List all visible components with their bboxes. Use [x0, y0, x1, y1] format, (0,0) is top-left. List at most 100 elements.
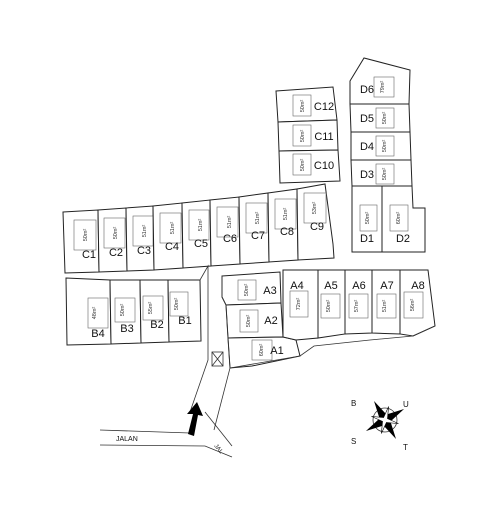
house-c8	[274, 198, 297, 230]
house-d2	[389, 204, 409, 232]
house-b2	[142, 295, 164, 321]
road-network: JALAN JAL	[99, 264, 436, 458]
house-c4	[159, 212, 182, 244]
label-c7: C7	[251, 230, 265, 242]
area-a4: 72m²	[296, 298, 302, 311]
area-c11: 50m²	[300, 130, 306, 143]
compass-rose: U T S B	[351, 399, 409, 452]
house-a2	[239, 309, 259, 333]
compass-ring	[372, 407, 398, 433]
house-a3	[237, 279, 257, 301]
label-a5: A5	[324, 280, 337, 292]
house-a1	[251, 339, 273, 361]
area-d6: 79m²	[380, 81, 386, 94]
road-edge-east	[204, 411, 233, 447]
area-c2: 50m²	[113, 227, 119, 240]
house-c11	[292, 124, 312, 147]
road-label: JALAN	[116, 436, 138, 443]
label-c4: C4	[165, 241, 179, 253]
area-c9: 53m²	[312, 202, 318, 215]
gate-marker	[211, 351, 224, 367]
area-d3: 50m²	[382, 168, 388, 181]
label-c6: C6	[223, 233, 237, 245]
area-c4: 51m²	[170, 222, 176, 235]
block-c-row: 50m² C1 50m² C2 51m² C3 51m² C4 51m² C5 …	[62, 183, 335, 274]
area-c5: 51m²	[198, 219, 204, 232]
label-a2: A2	[264, 315, 277, 327]
house-c9	[303, 192, 327, 224]
area-d5: 50m²	[382, 112, 388, 125]
area-c8: 51m²	[283, 208, 289, 221]
house-a5	[320, 293, 341, 319]
road-edge-south	[99, 444, 233, 458]
road-edge-north	[99, 429, 191, 434]
area-a6: 57m²	[354, 300, 360, 313]
house-a8	[403, 291, 424, 319]
label-c1: C1	[82, 249, 96, 261]
label-a8: A8	[411, 280, 424, 292]
block-d: 79m² D6 50m² D5 50m² D4 50m² D3 50m² D1 …	[349, 57, 426, 253]
label-c12: C12	[314, 101, 334, 113]
area-c6: 51m²	[227, 216, 233, 229]
label-a7: A7	[380, 280, 393, 292]
area-c10: 50m²	[300, 159, 306, 172]
label-d5: D5	[360, 113, 374, 125]
area-c1: 50m²	[83, 229, 89, 242]
entrance-arrow-icon	[187, 402, 203, 436]
area-c7: 51m²	[255, 212, 261, 225]
area-a3: 50m²	[244, 284, 250, 297]
house-a7	[376, 293, 397, 319]
area-c12: 50m²	[300, 100, 306, 113]
house-a4	[289, 290, 309, 318]
house-b3	[114, 297, 136, 323]
label-b1: B1	[178, 315, 191, 327]
label-a4: A4	[290, 280, 303, 292]
block-a-row: 72m² A4 50m² A5 57m² A6 51m² A7 56m² A8	[282, 269, 436, 341]
area-d4: 50m²	[382, 140, 388, 153]
house-d6	[373, 76, 395, 98]
label-c8: C8	[280, 226, 294, 238]
lane-boundary-west	[189, 264, 209, 413]
area-b3: 50m²	[120, 304, 126, 317]
label-a1: A1	[270, 345, 283, 357]
block-c-column: 50m² C12 50m² C11 50m² C10	[275, 86, 341, 184]
label-d4: D4	[360, 141, 374, 153]
compass-star-minor	[371, 406, 399, 434]
label-d1: D1	[360, 233, 374, 245]
area-a1: 60m²	[259, 344, 265, 357]
area-a8: 56m²	[410, 299, 416, 312]
area-d1: 50m²	[365, 212, 371, 225]
compass-west: B	[351, 399, 356, 408]
label-d2: D2	[396, 233, 410, 245]
area-c3: 51m²	[142, 225, 148, 238]
area-a7: 51m²	[382, 300, 388, 313]
house-d5	[375, 107, 395, 129]
label-d6: D6	[360, 84, 374, 96]
label-c10: C10	[314, 160, 334, 172]
south-boundary	[229, 325, 436, 369]
house-b4	[87, 297, 109, 329]
house-d4	[375, 135, 395, 157]
label-c2: C2	[109, 247, 123, 259]
lane-boundary-east	[213, 276, 231, 431]
compass-south: S	[351, 437, 356, 446]
area-a5: 50m²	[326, 300, 332, 313]
area-b2: 55m²	[148, 302, 154, 315]
block-b-row: 48m² B4 50m² B3 55m² B2 50m² B1	[65, 277, 202, 346]
road-side-label: JAL	[212, 443, 224, 455]
house-b1	[169, 291, 189, 317]
gate-cross	[211, 351, 224, 367]
house-c1	[73, 219, 97, 251]
house-c7	[245, 202, 268, 234]
label-b2: B2	[150, 319, 163, 331]
label-a3: A3	[263, 285, 276, 297]
house-c2	[103, 217, 126, 249]
area-d2: 60m²	[396, 212, 402, 225]
label-c9: C9	[310, 221, 324, 233]
label-c11: C11	[314, 131, 333, 143]
area-b4: 48m²	[92, 307, 98, 320]
house-c12	[292, 94, 312, 117]
compass-east: T	[403, 443, 408, 452]
